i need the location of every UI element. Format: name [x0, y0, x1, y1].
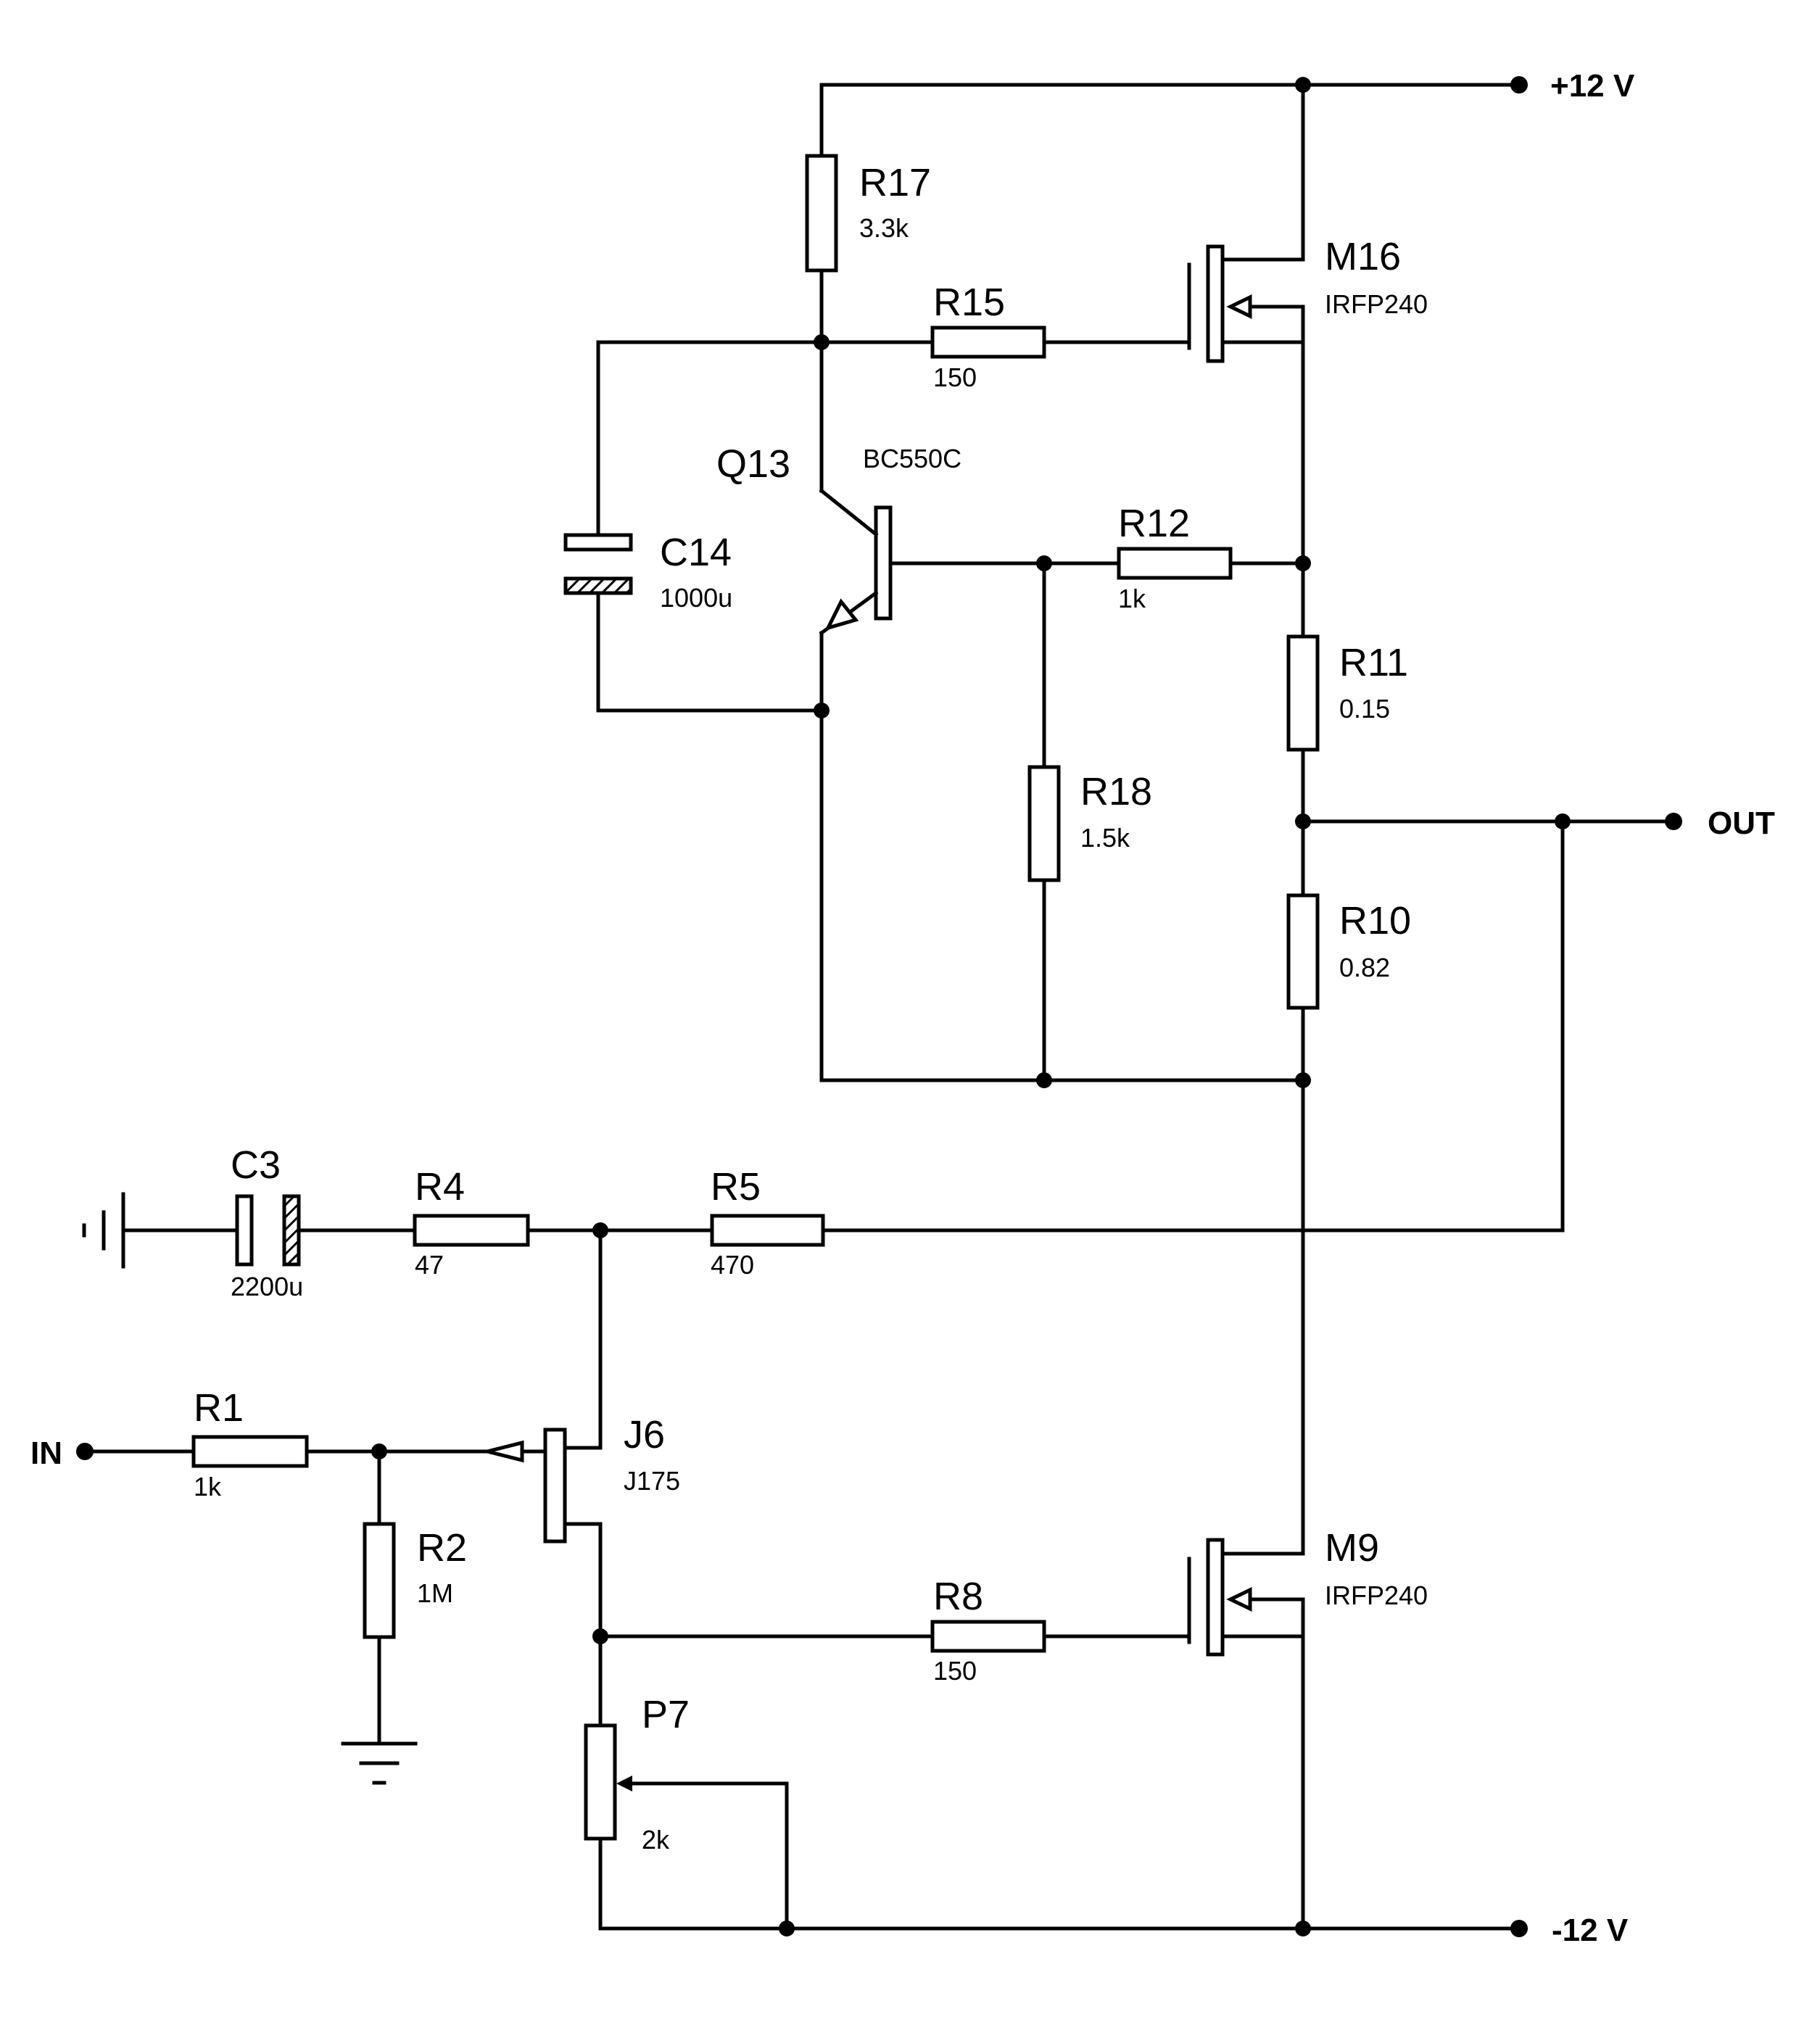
- r4-value: 47: [415, 1250, 444, 1280]
- q13-transistor: [819, 488, 893, 636]
- junctions: [371, 77, 1571, 1936]
- m16-ref: M16: [1325, 235, 1401, 278]
- p7-wiper-arrow: [616, 1776, 632, 1791]
- r18-body: [1027, 765, 1061, 882]
- ground-bottom-icon: [341, 1741, 418, 1785]
- r2-value: 1M: [417, 1578, 453, 1608]
- p7-value: 2k: [642, 1825, 670, 1855]
- positive-rail-label: +12 V: [1550, 68, 1635, 104]
- c3-ref: C3: [231, 1143, 281, 1187]
- r17-ref: R17: [859, 161, 931, 204]
- r1-ref: R1: [194, 1386, 244, 1430]
- q13-value: BC550C: [863, 444, 961, 473]
- r8-ref: R8: [933, 1575, 983, 1618]
- ground-left-icon: [82, 1192, 125, 1269]
- output-label: OUT: [1708, 805, 1775, 841]
- r11-body: [1286, 634, 1320, 752]
- r10-body: [1286, 893, 1320, 1010]
- r12-ref: R12: [1118, 502, 1190, 545]
- r10-value: 0.82: [1339, 953, 1390, 982]
- r8-body: [930, 1620, 1046, 1653]
- c14-capacitor: [563, 533, 633, 595]
- r17-body: [805, 154, 838, 273]
- c3-capacitor: [235, 1194, 301, 1267]
- r2-body: [363, 1522, 396, 1639]
- r15-value: 150: [933, 362, 977, 392]
- m9-value: IRFP240: [1325, 1580, 1428, 1610]
- r2-ref: R2: [417, 1526, 467, 1570]
- r5-ref: R5: [711, 1165, 761, 1209]
- resistor-bodies: [191, 154, 1320, 1841]
- m16-mosfet: [1187, 244, 1305, 363]
- r1-body: [191, 1435, 309, 1468]
- m16-value: IRFP240: [1325, 289, 1428, 319]
- r17-value: 3.3k: [859, 213, 909, 243]
- r12-body: [1117, 547, 1233, 580]
- r18-value: 1.5k: [1080, 823, 1130, 853]
- output-terminal: [1665, 813, 1682, 830]
- m9-ref: M9: [1325, 1526, 1379, 1570]
- input-label: IN: [30, 1436, 62, 1471]
- negative-rail-label: -12 V: [1552, 1913, 1629, 1948]
- r12-value: 1k: [1118, 584, 1146, 613]
- r10-ref: R10: [1339, 899, 1411, 942]
- r11-value: 0.15: [1339, 694, 1390, 724]
- positive-rail-terminal: [1510, 76, 1528, 94]
- r4-ref: R4: [415, 1165, 465, 1209]
- q13-ref: Q13: [716, 442, 790, 486]
- j6-ref: J6: [624, 1413, 665, 1457]
- r15-body: [930, 326, 1046, 359]
- r5-body: [710, 1214, 825, 1247]
- j6-jfet: [487, 1428, 567, 1544]
- r5-value: 470: [711, 1250, 754, 1280]
- r8-value: 150: [933, 1656, 977, 1686]
- negative-rail-terminal: [1510, 1920, 1528, 1937]
- r4-body: [413, 1214, 530, 1247]
- m9-mosfet: [1187, 1538, 1305, 1657]
- r18-ref: R18: [1080, 770, 1152, 813]
- r15-ref: R15: [933, 281, 1005, 324]
- c3-value: 2200u: [231, 1272, 303, 1301]
- r11-ref: R11: [1339, 641, 1408, 684]
- j6-value: J175: [624, 1466, 680, 1496]
- r1-value: 1k: [194, 1472, 222, 1501]
- wires: [83, 83, 1676, 1931]
- c14-ref: C14: [660, 531, 732, 574]
- p7-ref: P7: [642, 1693, 690, 1736]
- p7-body: [584, 1723, 617, 1841]
- input-terminal: [76, 1443, 94, 1460]
- c14-value: 1000u: [660, 583, 732, 613]
